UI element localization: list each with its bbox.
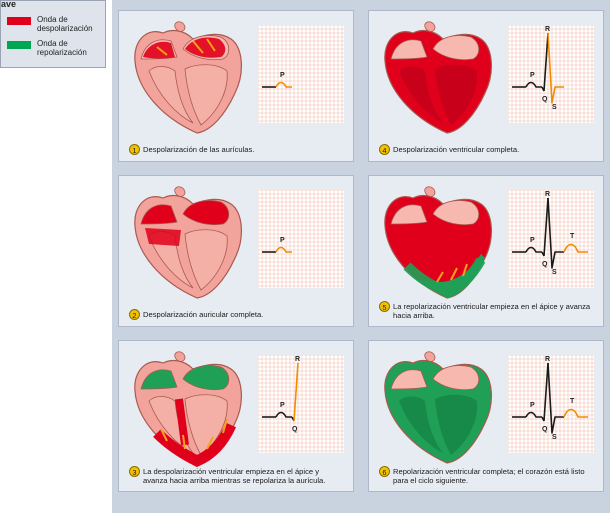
diagram-area: P 1 Despolarización de las aurículas. P Q… xyxy=(112,0,610,513)
ecg-label-p: P xyxy=(530,237,535,244)
ecg-label-q: Q xyxy=(542,261,548,268)
panel-1: P 1 Despolarización de las aurículas. xyxy=(118,10,354,162)
repolarization-swatch xyxy=(7,41,31,49)
panel-5: P Q R S T 5 La repolarización ventricular em… xyxy=(368,175,604,327)
ecg-wave-p xyxy=(275,81,292,88)
ecg-wave-r xyxy=(293,362,299,422)
panel-caption: 2 Despolarización auricular completa. xyxy=(129,309,345,320)
ecg-wave-p xyxy=(275,411,292,418)
caption-text: La repolarización ventricular empieza en… xyxy=(393,302,591,320)
ecg-label-t: T xyxy=(570,233,575,240)
ecg-label-s: S xyxy=(552,269,557,276)
ecg-wave-p xyxy=(525,246,542,253)
ecg-label-p: P xyxy=(280,237,285,244)
legend-title: ave xyxy=(1,0,17,9)
heart-diagram xyxy=(384,186,492,299)
legend-item-repolarization: Onda de repolarización xyxy=(7,39,103,57)
ecg-label-r: R xyxy=(295,356,300,363)
ecg-wave-t xyxy=(563,408,588,418)
ecg-label-q: Q xyxy=(542,426,548,433)
caption-text: Despolarización ventricular completa. xyxy=(393,145,520,154)
ecg-grid: P Q R S xyxy=(508,25,594,123)
panel-2: P 2 Despolarización auricular completa. xyxy=(118,175,354,327)
ecg-label-r: R xyxy=(545,191,550,198)
ecg-label-s: S xyxy=(552,434,557,441)
ecg-label-q: Q xyxy=(292,426,298,433)
panel-caption: 4 Despolarización ventricular completa. xyxy=(379,144,595,155)
ecg-wave-p xyxy=(275,246,292,253)
caption-text: Repolarización ventricular completa; el … xyxy=(393,467,585,485)
heart-diagram xyxy=(134,186,242,299)
step-number-badge: 6 xyxy=(379,466,390,477)
ecg-grid: P Q R S T xyxy=(508,355,594,453)
ecg-label-q: Q xyxy=(542,96,548,103)
legend-label: Onda de despolarización xyxy=(37,15,93,33)
ecg-label-r: R xyxy=(545,356,550,363)
ecg-label-p: P xyxy=(280,402,285,409)
ecg-wave-s xyxy=(547,197,564,269)
panel-caption: 6 Repolarización ventricular completa; e… xyxy=(379,466,595,485)
panel-3: P Q R 3 La despolarización ventricular emp… xyxy=(118,340,354,492)
ecg-wave-s xyxy=(547,32,564,104)
heart-diagram xyxy=(134,21,242,134)
panel-caption: 1 Despolarización de las aurículas. xyxy=(129,144,345,155)
caption-text: Despolarización auricular completa. xyxy=(143,310,264,319)
ecg-label-t: T xyxy=(570,398,575,405)
panel-caption: 5 La repolarización ventricular empieza … xyxy=(379,301,595,320)
legend-label: Onda de repolarización xyxy=(37,39,87,57)
caption-text: La despolarización ventricular empieza e… xyxy=(143,467,326,485)
step-number-badge: 2 xyxy=(129,309,140,320)
panel-caption: 3 La despolarización ventricular empieza… xyxy=(129,466,345,485)
step-number-badge: 5 xyxy=(379,301,390,312)
ecg-background xyxy=(258,190,344,288)
ecg-grid: P Q R xyxy=(258,355,344,453)
legend: ave Onda de despolarización Onda de repo… xyxy=(0,0,106,68)
legend-item-depolarization: Onda de despolarización xyxy=(7,15,103,33)
step-number-badge: 3 xyxy=(129,466,140,477)
heart-diagram xyxy=(384,21,492,134)
ecg-wave-t xyxy=(563,243,588,253)
ecg-grid: P Q R S T xyxy=(508,190,594,288)
step-number-badge: 4 xyxy=(379,144,390,155)
ecg-grid: P xyxy=(258,25,344,123)
caption-text: Despolarización de las aurículas. xyxy=(143,145,255,154)
panel-6: P Q R S T 6 Repolarización ventricular compl… xyxy=(368,340,604,492)
ecg-wave-s xyxy=(547,362,564,434)
ecg-wave-r xyxy=(543,362,549,422)
ecg-label-s: S xyxy=(552,104,557,111)
ecg-label-p: P xyxy=(280,72,285,79)
heart-diagram xyxy=(134,351,242,467)
depolarization-swatch xyxy=(7,17,31,25)
ecg-background xyxy=(258,355,344,453)
ecg-grid: P xyxy=(258,190,344,288)
ecg-wave-p xyxy=(525,81,542,88)
ecg-background xyxy=(258,25,344,123)
panel-4: P Q R S 4 Despolarización ventricular compl… xyxy=(368,10,604,162)
ecg-wave-p xyxy=(525,411,542,418)
heart-diagram xyxy=(384,351,492,464)
ecg-label-p: P xyxy=(530,402,535,409)
ecg-label-r: R xyxy=(545,26,550,33)
step-number-badge: 1 xyxy=(129,144,140,155)
ecg-wave-r xyxy=(543,32,549,92)
ecg-label-p: P xyxy=(530,72,535,79)
ecg-wave-r xyxy=(543,197,549,257)
